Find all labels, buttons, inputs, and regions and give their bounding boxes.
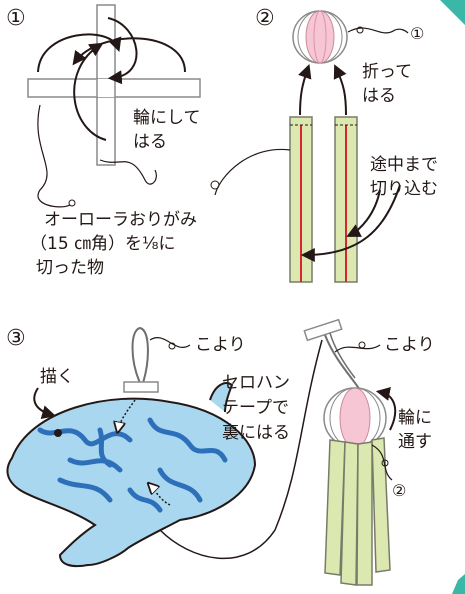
step2-label-cut2: 切り込む xyxy=(370,179,438,199)
draw-arrow xyxy=(33,387,57,419)
step3-ring xyxy=(323,387,387,449)
step1-label-stick: はる xyxy=(133,132,167,152)
leader-line xyxy=(347,27,409,34)
step2-arrows xyxy=(298,64,401,262)
leader-line xyxy=(37,104,71,208)
step3-label-tape2: テープで xyxy=(222,398,289,418)
step3-label-ring2: 通す xyxy=(398,432,432,452)
step1-caption-line1: オーローラおりがみ xyxy=(44,210,197,230)
koyori-right xyxy=(303,318,361,391)
leader-line xyxy=(159,339,323,560)
step3-label-ring: 輪に xyxy=(398,408,432,428)
step2-ref-label: ① xyxy=(410,24,425,43)
ring-arrow xyxy=(375,387,397,431)
step3-label-koyori-right: こより xyxy=(384,335,435,355)
step2-number: ② xyxy=(255,6,275,31)
step1-caption-line2: （15 ㎝角）を⅛に xyxy=(30,234,176,254)
step3-label-tape3: 裏にはる xyxy=(222,423,290,443)
dolphin-body xyxy=(6,382,257,568)
tape-arrow xyxy=(118,399,136,430)
step1-arrows xyxy=(37,17,186,141)
corner-accent-bottom xyxy=(452,574,465,594)
step2-label-fold2: はる xyxy=(362,86,396,106)
step1-caption-line3: 切った物 xyxy=(36,258,104,278)
leader-line xyxy=(371,444,393,481)
koyori-left xyxy=(123,326,159,393)
leader-line xyxy=(334,344,381,353)
step3-number: ③ xyxy=(6,326,26,351)
step2-label-cut: 途中まで xyxy=(370,155,438,175)
step1-cross-strips xyxy=(27,4,201,166)
step1-label-loop: 輪にして xyxy=(133,108,201,128)
step2-label-fold: 折って xyxy=(362,62,413,82)
leader-line xyxy=(149,337,191,348)
step3-label-draw: 描く xyxy=(40,367,74,387)
step3-label-tape1: セロハン xyxy=(222,373,290,393)
leader-line xyxy=(99,159,157,185)
step3-label-koyori-left: こより xyxy=(195,335,246,355)
leader-line xyxy=(214,148,291,196)
step3-ref-label: ② xyxy=(392,481,407,500)
step2-ring xyxy=(292,10,348,64)
corner-accent-top xyxy=(440,0,465,25)
step3-strips xyxy=(324,437,391,586)
step1-number: ① xyxy=(6,6,26,31)
step2-strips xyxy=(289,116,358,283)
